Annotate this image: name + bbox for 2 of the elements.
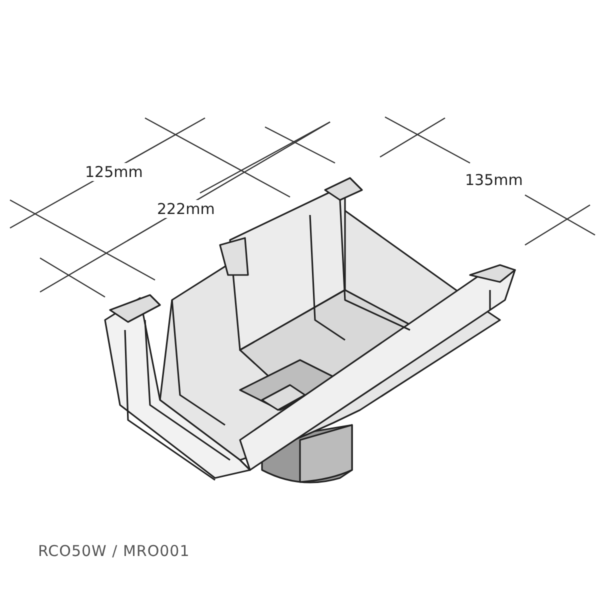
dimension-label: 222mm xyxy=(155,200,217,218)
product-code: RCO50W / MRO001 xyxy=(37,542,191,560)
